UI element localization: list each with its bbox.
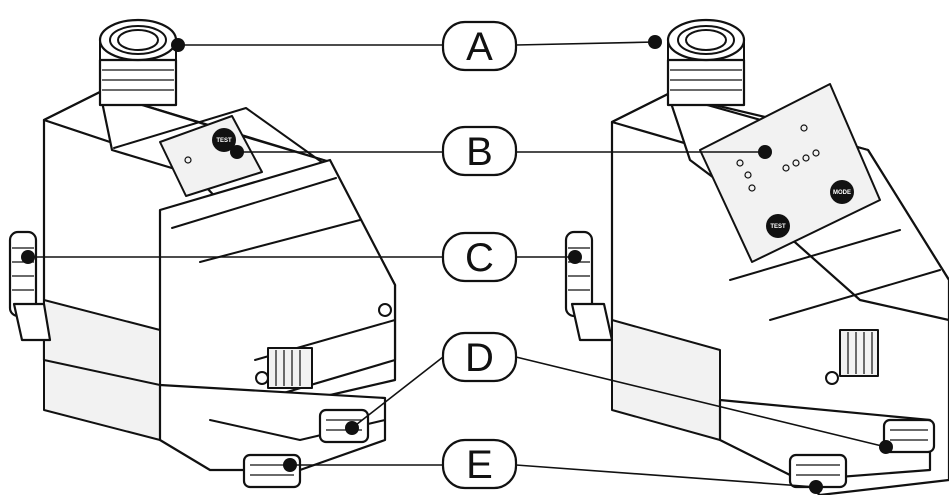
- right-device-groove-1: [729, 229, 901, 281]
- left-device-top-inlet: [98, 18, 178, 107]
- left-device-screw-2: [255, 371, 269, 385]
- callout-d: D: [441, 331, 518, 383]
- left-device-groove-2: [199, 219, 361, 263]
- right-device-top-inlet: [666, 18, 746, 107]
- right-device-hose-nozzle: [564, 230, 614, 342]
- left-device-vent: [267, 347, 313, 389]
- callout-d-letter: D: [465, 336, 494, 380]
- left-device-display-window: [159, 115, 263, 197]
- callout-c-letter: C: [465, 236, 494, 280]
- right-device: TEST MODE: [564, 18, 949, 495]
- right-device-bottom-fitting-1: [882, 418, 936, 454]
- callout-e-letter: E: [466, 443, 493, 487]
- right-mode-button-label: MODE: [833, 190, 851, 196]
- left-device-bottom-fitting-1: [318, 408, 370, 444]
- callout-c: C: [441, 231, 518, 283]
- left-device-groove-1: [171, 177, 337, 229]
- callout-a-letter: A: [466, 25, 493, 69]
- right-test-button[interactable]: TEST: [766, 214, 790, 238]
- left-device-led: [184, 156, 192, 164]
- left-device: TEST: [8, 18, 397, 489]
- callout-b: B: [441, 125, 518, 177]
- callout-b-letter: B: [466, 130, 493, 174]
- right-mode-button[interactable]: MODE: [830, 180, 854, 204]
- right-test-button-label: TEST: [770, 224, 786, 230]
- leader-lines: [21, 35, 893, 494]
- callout-e: E: [441, 438, 518, 490]
- left-device-screw-1: [378, 303, 392, 317]
- right-device-groove-2: [769, 269, 941, 321]
- left-test-button[interactable]: TEST: [212, 128, 236, 152]
- right-device-screw: [825, 371, 839, 385]
- right-device-led-group: [736, 124, 820, 192]
- right-device-vent: [839, 329, 879, 377]
- left-test-button-label: TEST: [216, 138, 232, 144]
- callout-a: A: [441, 20, 518, 72]
- right-device-control-panel: [699, 83, 881, 263]
- left-device-side-seam: [43, 359, 161, 386]
